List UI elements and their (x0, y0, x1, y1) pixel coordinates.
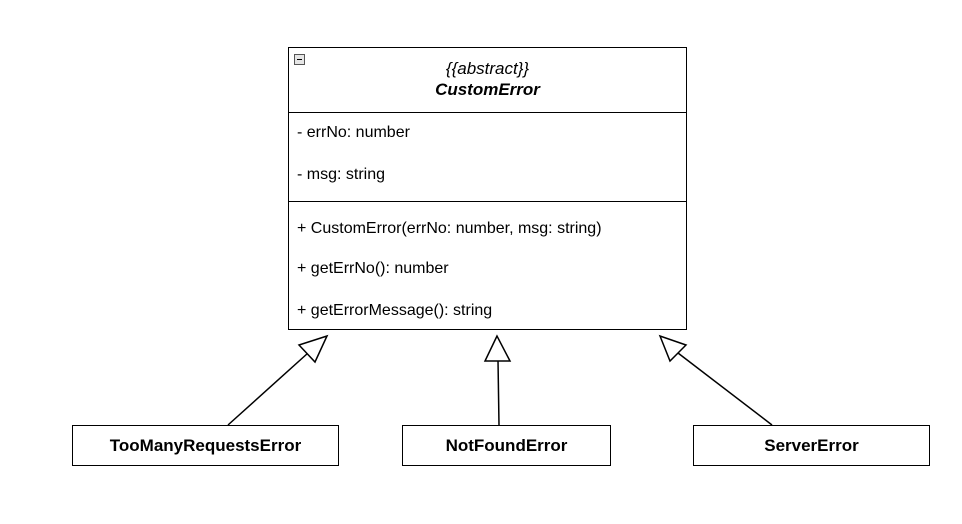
generalization-line-notfound (497, 359, 500, 426)
operation-get-errno[interactable]: + getErrNo(): number (297, 260, 449, 277)
attribute-errno[interactable]: - errNo: number (297, 124, 410, 141)
attribute-msg[interactable]: - msg: string (297, 166, 386, 183)
subclass-name: NotFoundError (445, 435, 568, 455)
inheritance-arrowhead-toomanyrequests (297, 334, 329, 364)
class-header: {{abstract}} CustomError (289, 48, 686, 113)
collapse-toggle-icon[interactable] (294, 54, 305, 65)
operation-constructor[interactable]: + CustomError(errNo: number, msg: string… (297, 220, 602, 237)
subclass-toomanyrequestserror[interactable]: TooManyRequestsError (72, 425, 339, 466)
subclass-name: ServerError (764, 435, 859, 455)
subclass-notfounderror[interactable]: NotFoundError (402, 425, 611, 466)
subclass-servererror[interactable]: ServerError (693, 425, 930, 466)
subclass-name: TooManyRequestsError (109, 435, 302, 455)
inheritance-arrowhead-notfound (483, 334, 512, 362)
inheritance-arrowhead-servererror (658, 334, 688, 363)
class-name: CustomError (435, 80, 540, 99)
operation-get-error-message[interactable]: + getErrorMessage(): string (297, 302, 493, 319)
generalization-line-toomanyrequests (227, 352, 309, 426)
attributes-compartment: - errNo: number - msg: string (289, 113, 686, 202)
custom-error-class-box[interactable]: {{abstract}} CustomError - errNo: number… (288, 47, 687, 330)
generalization-line-servererror (677, 352, 773, 426)
class-stereotype: {{abstract}} (445, 59, 530, 78)
